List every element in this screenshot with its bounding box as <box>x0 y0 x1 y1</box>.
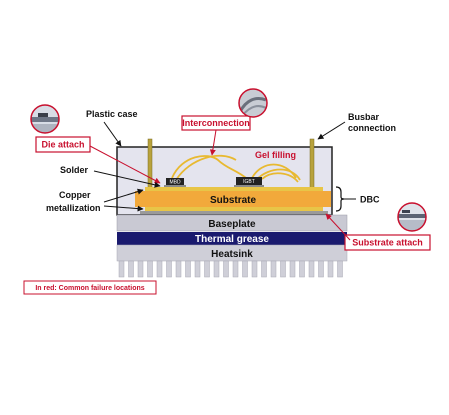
igbt-die <box>236 177 262 185</box>
plastic-case-label: Plastic case <box>86 109 138 119</box>
solder-arrow <box>93 170 161 188</box>
heatsink-fin <box>166 260 172 278</box>
substrate-attach-label: Substrate attach <box>352 238 423 248</box>
substrate-attach-solder <box>140 211 328 214</box>
dbc-label: DBC <box>360 195 380 205</box>
die-attach-arrow <box>89 145 161 184</box>
substrate-attach-arrow <box>325 213 351 241</box>
die-attach-label: Die attach <box>41 140 84 150</box>
substrate-layer <box>135 191 331 207</box>
heatsink-fin <box>185 260 191 278</box>
heatsink-fin <box>251 260 258 278</box>
mbd-die <box>166 178 184 185</box>
heatsink-label: Heatsink <box>211 249 253 260</box>
dbc-bracket <box>335 186 345 212</box>
busbar-label-line1: Busbar <box>348 112 380 122</box>
legend-note: In red: Common failure locations <box>35 285 144 292</box>
interconnection-label: Interconnection <box>182 118 250 128</box>
substrate-attach-callout-box <box>344 234 431 251</box>
copper-label-line2: metallization <box>46 203 101 213</box>
heatsink-fin <box>137 260 144 278</box>
plastic-case-arrow <box>103 121 122 147</box>
heatsink-fin <box>128 260 134 278</box>
solder-label: Solder <box>60 165 89 175</box>
die-solder-layer <box>164 185 186 187</box>
busbar-arrow <box>317 121 346 140</box>
heatsink-fin <box>147 260 153 278</box>
top-copper-metallization <box>145 187 323 191</box>
heatsink-fin <box>156 260 163 278</box>
substrate-attach-micrograph-icon <box>397 202 427 232</box>
heatsink-fin <box>118 260 125 278</box>
mbd-die-label: MBD <box>169 180 181 186</box>
interconnection-arrow <box>209 129 217 156</box>
busbar-terminal-right <box>309 138 315 191</box>
die-attach-callout-box <box>35 136 91 153</box>
bond-wires <box>171 154 301 183</box>
gel-filling-label: Gel filling <box>255 150 296 160</box>
thermal-grease-label: Thermal grease <box>195 234 269 245</box>
heatsink-fin <box>175 260 182 278</box>
busbar-label-line2: connection <box>348 123 396 133</box>
baseplate-label: Baseplate <box>208 219 256 230</box>
copper-arrow-bottom <box>103 205 144 212</box>
heatsink-fin <box>204 260 210 278</box>
heatsink-fin <box>223 260 229 278</box>
heatsink-fin <box>213 260 220 278</box>
heatsink-fin <box>289 260 296 278</box>
die-attach-micrograph-icon <box>30 104 60 134</box>
interconnection-micrograph-icon <box>238 88 268 118</box>
substrate-label: Substrate <box>210 195 257 206</box>
heatsink-fin <box>327 260 334 278</box>
heatsink-fin <box>299 260 305 278</box>
igbt-die-label: IGBT <box>243 179 255 185</box>
heatsink-fin <box>337 260 343 278</box>
die-solder-layer-2 <box>234 185 264 187</box>
bottom-copper-metallization <box>145 207 323 211</box>
heatsink-fin <box>318 260 324 278</box>
heatsink-fin <box>280 260 286 278</box>
heatsink-fins <box>118 260 343 278</box>
legend-note-box <box>23 280 157 295</box>
thermal-grease-layer <box>117 232 347 245</box>
heatsink-fin <box>242 260 248 278</box>
heatsink-fin <box>232 260 239 278</box>
copper-label-line1: Copper <box>59 190 91 200</box>
heatsink-fin <box>308 260 315 278</box>
heatsink-base <box>116 244 348 262</box>
copper-arrow-top <box>103 188 144 203</box>
baseplate-layer <box>116 214 348 232</box>
heatsink-fin <box>261 260 267 278</box>
heatsink-fin <box>194 260 201 278</box>
busbar-terminal-left <box>147 138 153 191</box>
heatsink-fin <box>270 260 277 278</box>
